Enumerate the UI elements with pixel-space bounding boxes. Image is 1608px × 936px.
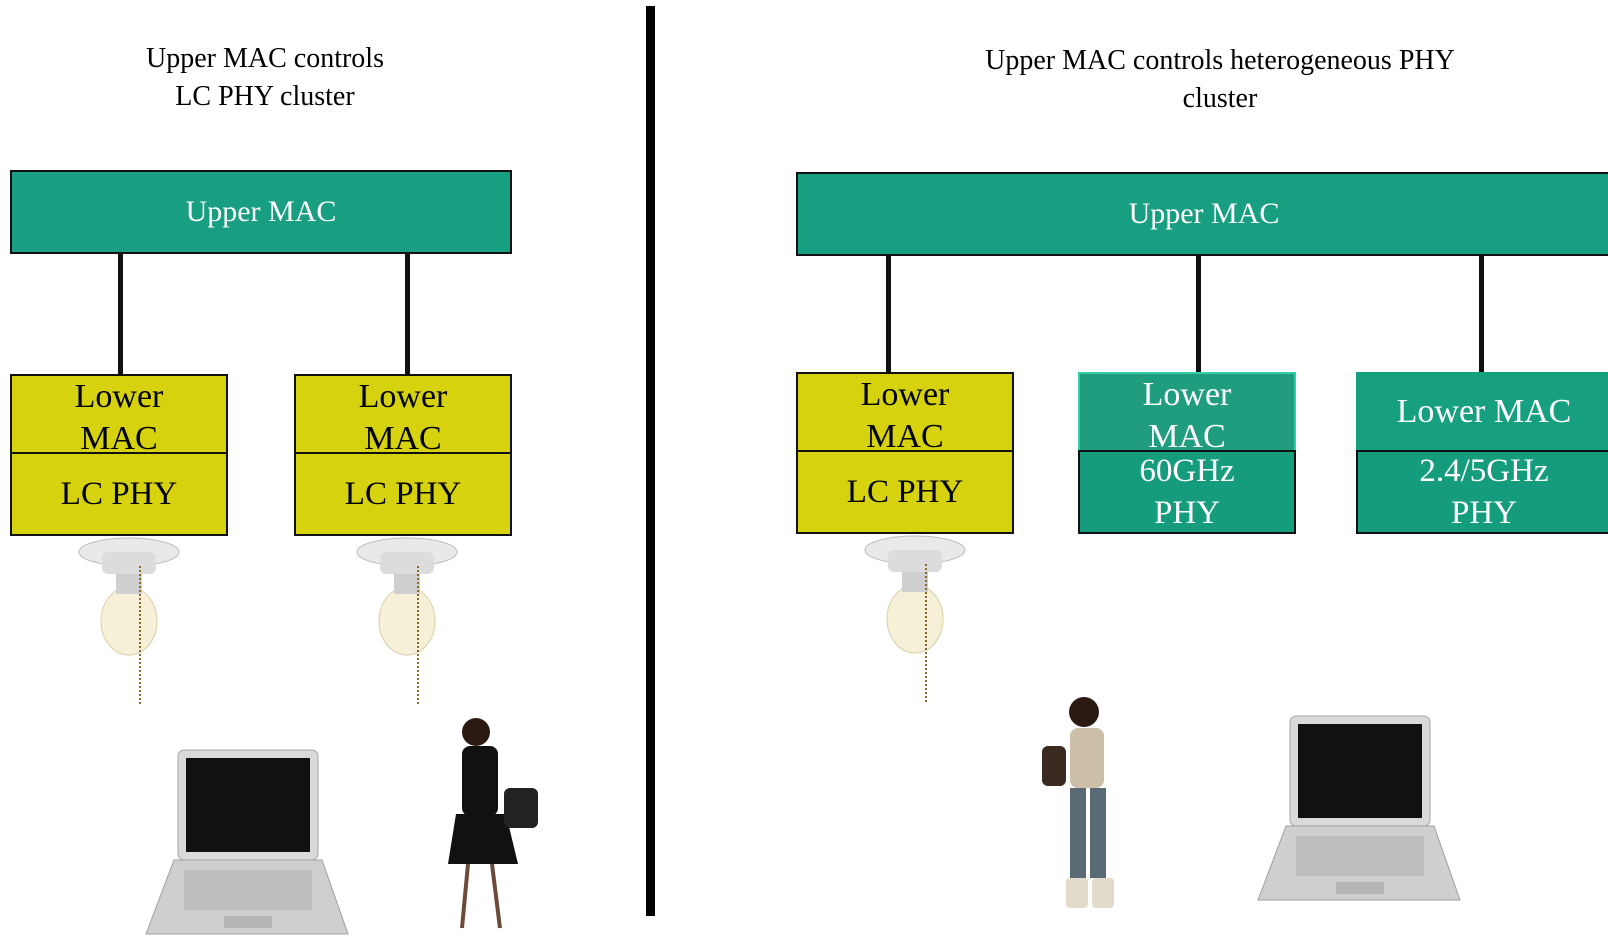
lower-mac-label: Lower — [1142, 376, 1232, 413]
right-lower-mac-2: Lower MAC — [1078, 372, 1296, 452]
phy-label: 60GHz — [1139, 453, 1235, 489]
right-lower-mac-1: Lower MAC — [796, 372, 1014, 452]
right-connector-3 — [1479, 256, 1484, 372]
lower-mac-label: MAC — [364, 420, 442, 454]
right-24-5ghz-phy: 2.4/5GHz PHY — [1356, 450, 1608, 534]
right-lc-phy: LC PHY — [796, 450, 1014, 534]
person-phone-icon — [1042, 697, 1114, 908]
lower-mac-label: MAC — [866, 418, 944, 452]
left-panel-title: Upper MAC controls LC PHY cluster — [105, 40, 425, 116]
laptop-icon — [145, 749, 349, 935]
lower-mac-label: Lower — [358, 378, 448, 415]
panel-divider — [646, 6, 655, 916]
person-phone-icon — [448, 718, 538, 929]
right-title-line1: Upper MAC controls heterogeneous PHY — [985, 45, 1455, 76]
right-connector-1 — [886, 256, 891, 372]
light-bulb-icon — [864, 535, 966, 704]
right-60ghz-phy: 60GHz PHY — [1078, 450, 1296, 534]
left-lower-mac-1: Lower MAC — [10, 374, 228, 454]
right-upper-mac: Upper MAC — [796, 172, 1608, 256]
left-title-line2: LC PHY cluster — [175, 81, 355, 112]
left-title-line1: Upper MAC controls — [146, 43, 384, 74]
light-bulb-icon — [78, 537, 180, 706]
right-connector-2 — [1196, 256, 1201, 372]
left-lower-mac-2: Lower MAC — [294, 374, 512, 454]
lower-mac-label: Lower — [74, 378, 164, 415]
left-lc-phy-1: LC PHY — [10, 452, 228, 536]
lower-mac-label: MAC — [80, 420, 158, 454]
left-upper-mac: Upper MAC — [10, 170, 512, 254]
phy-label: PHY — [1450, 495, 1517, 531]
left-lc-phy-2: LC PHY — [294, 452, 512, 536]
phy-label: 2.4/5GHz — [1419, 453, 1549, 489]
left-connector-2 — [405, 254, 410, 374]
right-lower-mac-3: Lower MAC — [1356, 372, 1608, 452]
right-title-line2: cluster — [1182, 83, 1258, 114]
laptop-icon — [1257, 715, 1461, 901]
lower-mac-label: Lower MAC — [1396, 393, 1572, 430]
phy-label: PHY — [1153, 495, 1221, 531]
lower-mac-label: Lower — [860, 376, 950, 413]
right-panel-title: Upper MAC controls heterogeneous PHY clu… — [900, 42, 1540, 118]
light-bulb-icon — [356, 537, 458, 706]
lower-mac-label: MAC — [1148, 418, 1226, 452]
left-connector-1 — [118, 254, 123, 374]
phy-label: LC PHY — [846, 474, 964, 510]
